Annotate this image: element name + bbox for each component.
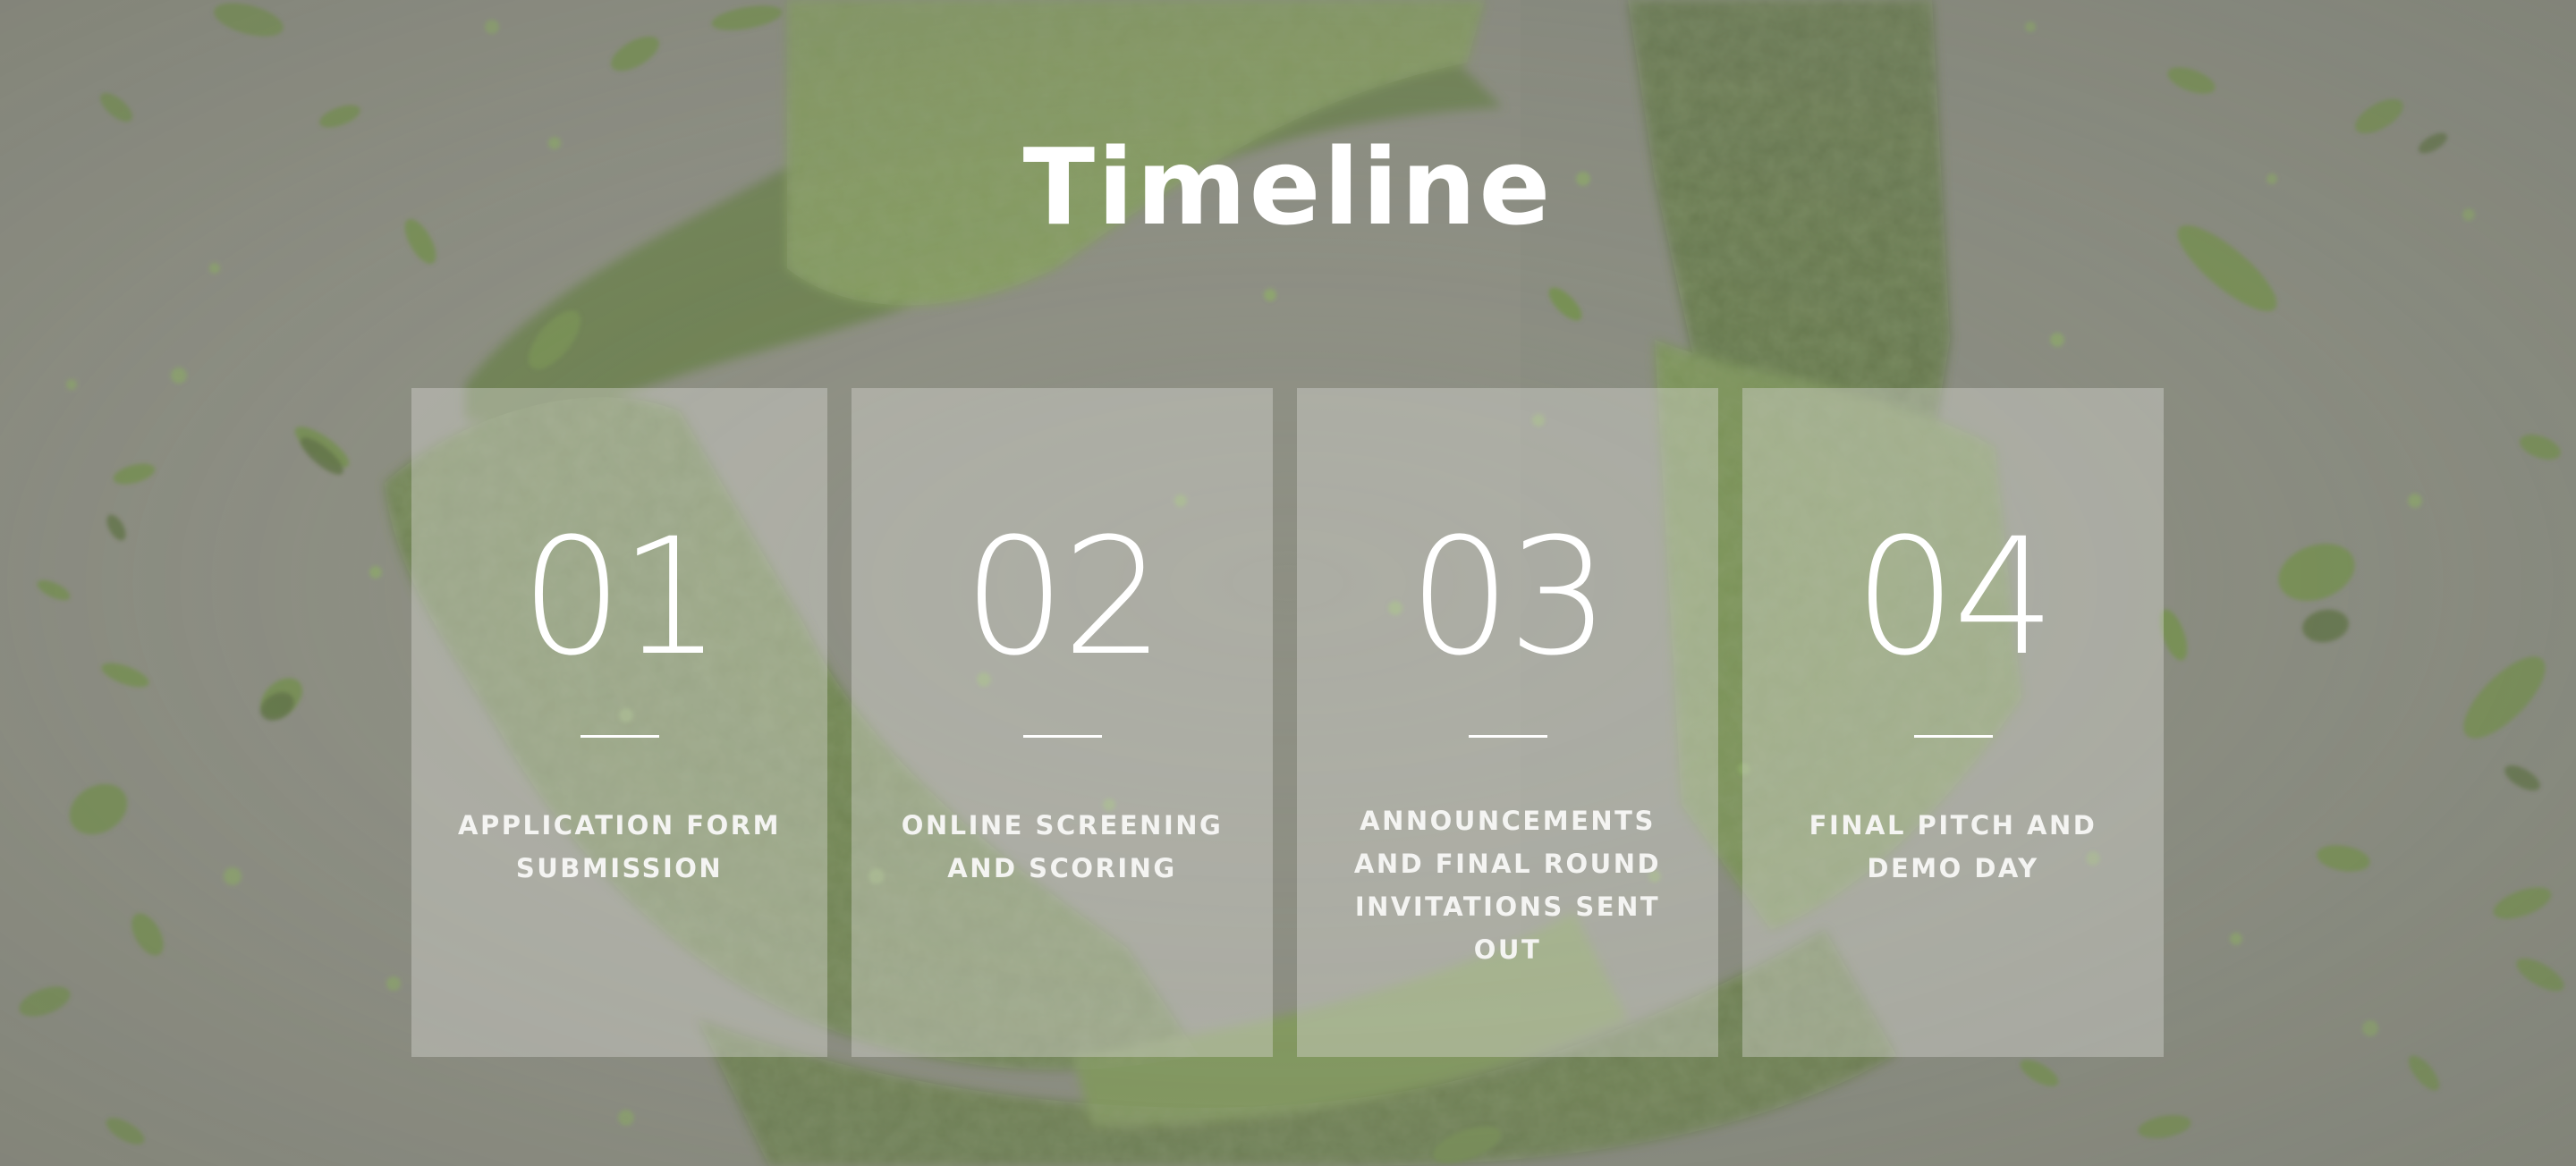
step-divider bbox=[580, 735, 659, 738]
timeline-card-3: 03 ANNOUNCEMENTS AND FINAL ROUND INVITAT… bbox=[1297, 388, 1718, 1057]
timeline-card-2: 02 ONLINE SCREENING AND SCORING bbox=[852, 388, 1273, 1057]
timeline-card-4: 04 FINAL PITCH AND DEMO DAY bbox=[1742, 388, 2164, 1057]
step-label: FINAL PITCH AND DEMO DAY bbox=[1809, 810, 2097, 883]
step-number: 04 bbox=[1853, 504, 2055, 691]
page-title: Timeline bbox=[1022, 125, 1554, 249]
step-divider bbox=[1913, 735, 1993, 738]
step-number: 03 bbox=[1408, 504, 1610, 691]
step-divider bbox=[1468, 735, 1547, 738]
step-label: ONLINE SCREENING AND SCORING bbox=[901, 810, 1224, 883]
step-divider bbox=[1022, 735, 1102, 738]
timeline-card-1: 01 APPLICATION FORM SUBMISSION bbox=[411, 388, 827, 1057]
step-label: ANNOUNCEMENTS AND FINAL ROUND INVITATION… bbox=[1353, 806, 1662, 965]
step-number: 02 bbox=[962, 504, 1165, 691]
step-number: 01 bbox=[520, 504, 722, 691]
step-label: APPLICATION FORM SUBMISSION bbox=[458, 810, 781, 883]
